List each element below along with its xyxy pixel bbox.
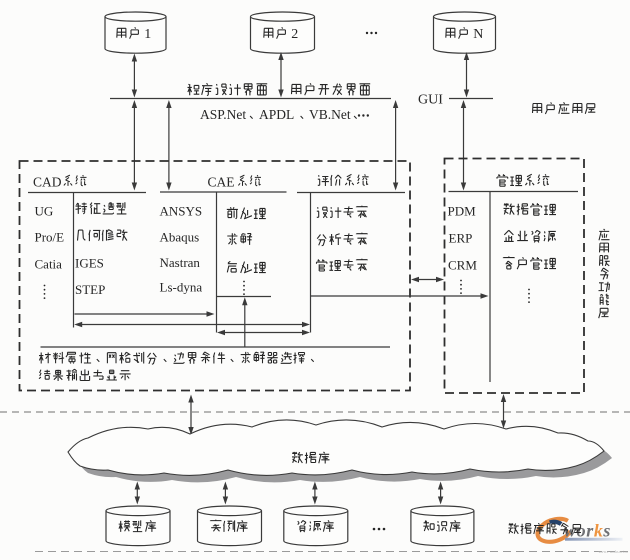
svg-text:ASP.Net: ASP.Net (200, 107, 246, 122)
svg-text:www.e-works.net.cn: www.e-works.net.cn (598, 550, 628, 554)
svg-text:Pro/E: Pro/E (35, 230, 65, 245)
svg-text:1: 1 (144, 27, 151, 42)
svg-text:ERP: ERP (449, 231, 473, 246)
svg-text:CAE: CAE (208, 175, 235, 190)
svg-text:N: N (473, 27, 483, 42)
svg-text:STEP: STEP (75, 282, 105, 297)
svg-text:2: 2 (291, 27, 298, 42)
svg-text:UG: UG (35, 204, 54, 219)
svg-text:CAD: CAD (33, 175, 62, 190)
svg-text:ANSYS: ANSYS (160, 204, 203, 219)
svg-text:Nastran: Nastran (160, 255, 201, 270)
svg-text:CRM: CRM (448, 258, 477, 273)
svg-text:works: works (564, 521, 611, 541)
svg-text:Catia: Catia (35, 257, 63, 272)
svg-text:PDM: PDM (448, 204, 477, 219)
svg-text:Ls-dyna: Ls-dyna (160, 280, 203, 295)
svg-text:IGES: IGES (75, 256, 104, 271)
svg-text:GUI: GUI (418, 93, 443, 108)
svg-text:APDL: APDL (259, 107, 294, 122)
svg-text:Abaqus: Abaqus (160, 230, 200, 245)
svg-text:VB.Net: VB.Net (309, 107, 351, 122)
